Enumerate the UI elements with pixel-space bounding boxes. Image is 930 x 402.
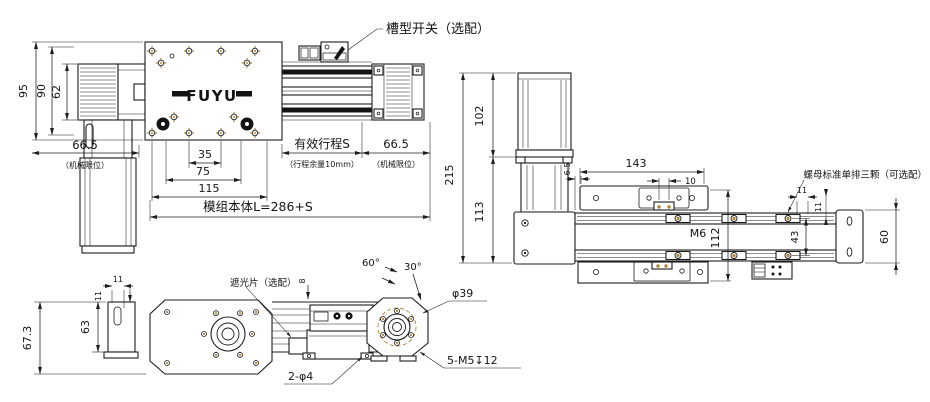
dim-11h: 11	[797, 186, 807, 195]
side-dimensions: 215 102 113 143 10 6.5 M6 112 43	[443, 72, 927, 282]
dim-75: 75	[196, 165, 210, 178]
slot-switch-label: 槽型开关（选配）	[386, 22, 490, 37]
dim-body-length: 模组本体L=286+S	[203, 199, 313, 214]
plan-dimensions: 95 90 62 66.5 （机械限位） 35 75 115 有效行程S （行程…	[17, 41, 431, 221]
dim-112: 112	[709, 228, 722, 249]
shade-label: 遮光片（选配）	[230, 277, 297, 289]
dim-holes: 2-φ4	[288, 370, 313, 383]
side-bottom-plate	[577, 261, 709, 284]
dim-30deg: 30°	[404, 262, 422, 273]
brand-logo: FUYU	[186, 87, 237, 105]
front-hex-end	[366, 297, 429, 362]
plan-end-block	[371, 63, 425, 121]
slot-switch-leader	[347, 28, 383, 51]
front-dimensions: 67.3 63 11 11 遮光片（选配） 8 60° 30° φ39 5-M5…	[21, 258, 521, 385]
dim-60: 60	[878, 230, 891, 244]
side-view: 215 102 113 143 10 6.5 M6 112 43	[443, 72, 927, 284]
dim-66-5-right-note: （机械限位）	[372, 159, 420, 169]
dim-8: 8	[298, 278, 307, 283]
dim-stroke: 有效行程S	[294, 136, 350, 151]
dim-102: 102	[473, 106, 486, 127]
dim-66-5-left-note: （机械限位）	[61, 160, 109, 170]
dim-143: 143	[626, 157, 647, 170]
dim-95: 95	[17, 84, 30, 98]
dim-60deg: 60°	[362, 258, 380, 269]
dim-215: 215	[443, 165, 456, 186]
dim-63: 63	[79, 320, 92, 334]
front-belt-block	[302, 329, 374, 360]
slot-switch	[298, 41, 349, 63]
side-motor	[515, 72, 574, 213]
dim-dia39: φ39	[452, 287, 473, 300]
nut-label: 螺母标准单排三颗（可选配）	[803, 169, 927, 181]
plan-view: FUYU 槽型开关（选配） 95	[17, 22, 490, 254]
front-bracket	[103, 301, 139, 359]
side-end-cap	[835, 209, 864, 264]
shade-plate	[288, 337, 310, 355]
front-gear-housing	[149, 299, 273, 375]
dim-66-5-left: 66.5	[72, 138, 98, 152]
nut-leader	[787, 179, 805, 213]
bearing-bore	[221, 327, 235, 341]
side-switch	[751, 261, 793, 280]
side-top-carriage	[579, 185, 709, 211]
dim-67-3: 67.3	[21, 326, 34, 351]
dim-62: 62	[50, 85, 63, 99]
side-mount-block	[513, 211, 576, 265]
plan-carriage-plate: FUYU	[144, 41, 283, 141]
dim-tap: 5-M5↧12	[447, 354, 498, 367]
side-body	[574, 209, 864, 264]
dim-90: 90	[35, 84, 48, 98]
dim-6-5: 6.5	[563, 163, 572, 176]
dim-m6: M6	[690, 227, 707, 240]
dim-43: 43	[790, 231, 801, 244]
dim-35: 35	[198, 148, 212, 161]
bolt-circle	[377, 307, 417, 347]
dim-113: 113	[473, 202, 486, 223]
front-carriage	[309, 304, 374, 332]
dim-11v-front: 11	[94, 291, 103, 301]
dim-11h-front: 11	[113, 275, 123, 284]
dim-stroke-note: （行程余量10mm）	[285, 159, 359, 169]
front-view: 67.3 63 11 11 遮光片（选配） 8 60° 30° φ39 5-M5…	[21, 258, 521, 385]
plan-motor	[77, 63, 146, 121]
dim-115: 115	[199, 182, 220, 195]
plan-rail	[281, 61, 373, 121]
dim-11v: 11	[814, 202, 823, 212]
shade-leader	[245, 286, 292, 338]
dim-66-5-right: 66.5	[383, 137, 409, 151]
dim-10: 10	[685, 177, 696, 187]
